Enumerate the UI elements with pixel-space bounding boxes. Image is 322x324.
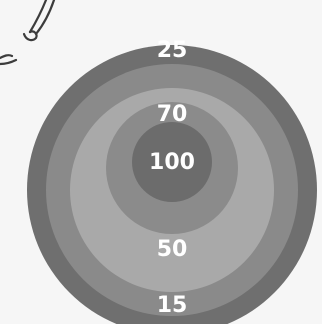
label-100: 100 [149,150,195,175]
label-15: 15 [157,293,188,318]
label-50: 50 [157,237,188,262]
label-70: 70 [157,102,188,127]
label-25: 25 [157,38,188,63]
target-rings [27,45,317,324]
